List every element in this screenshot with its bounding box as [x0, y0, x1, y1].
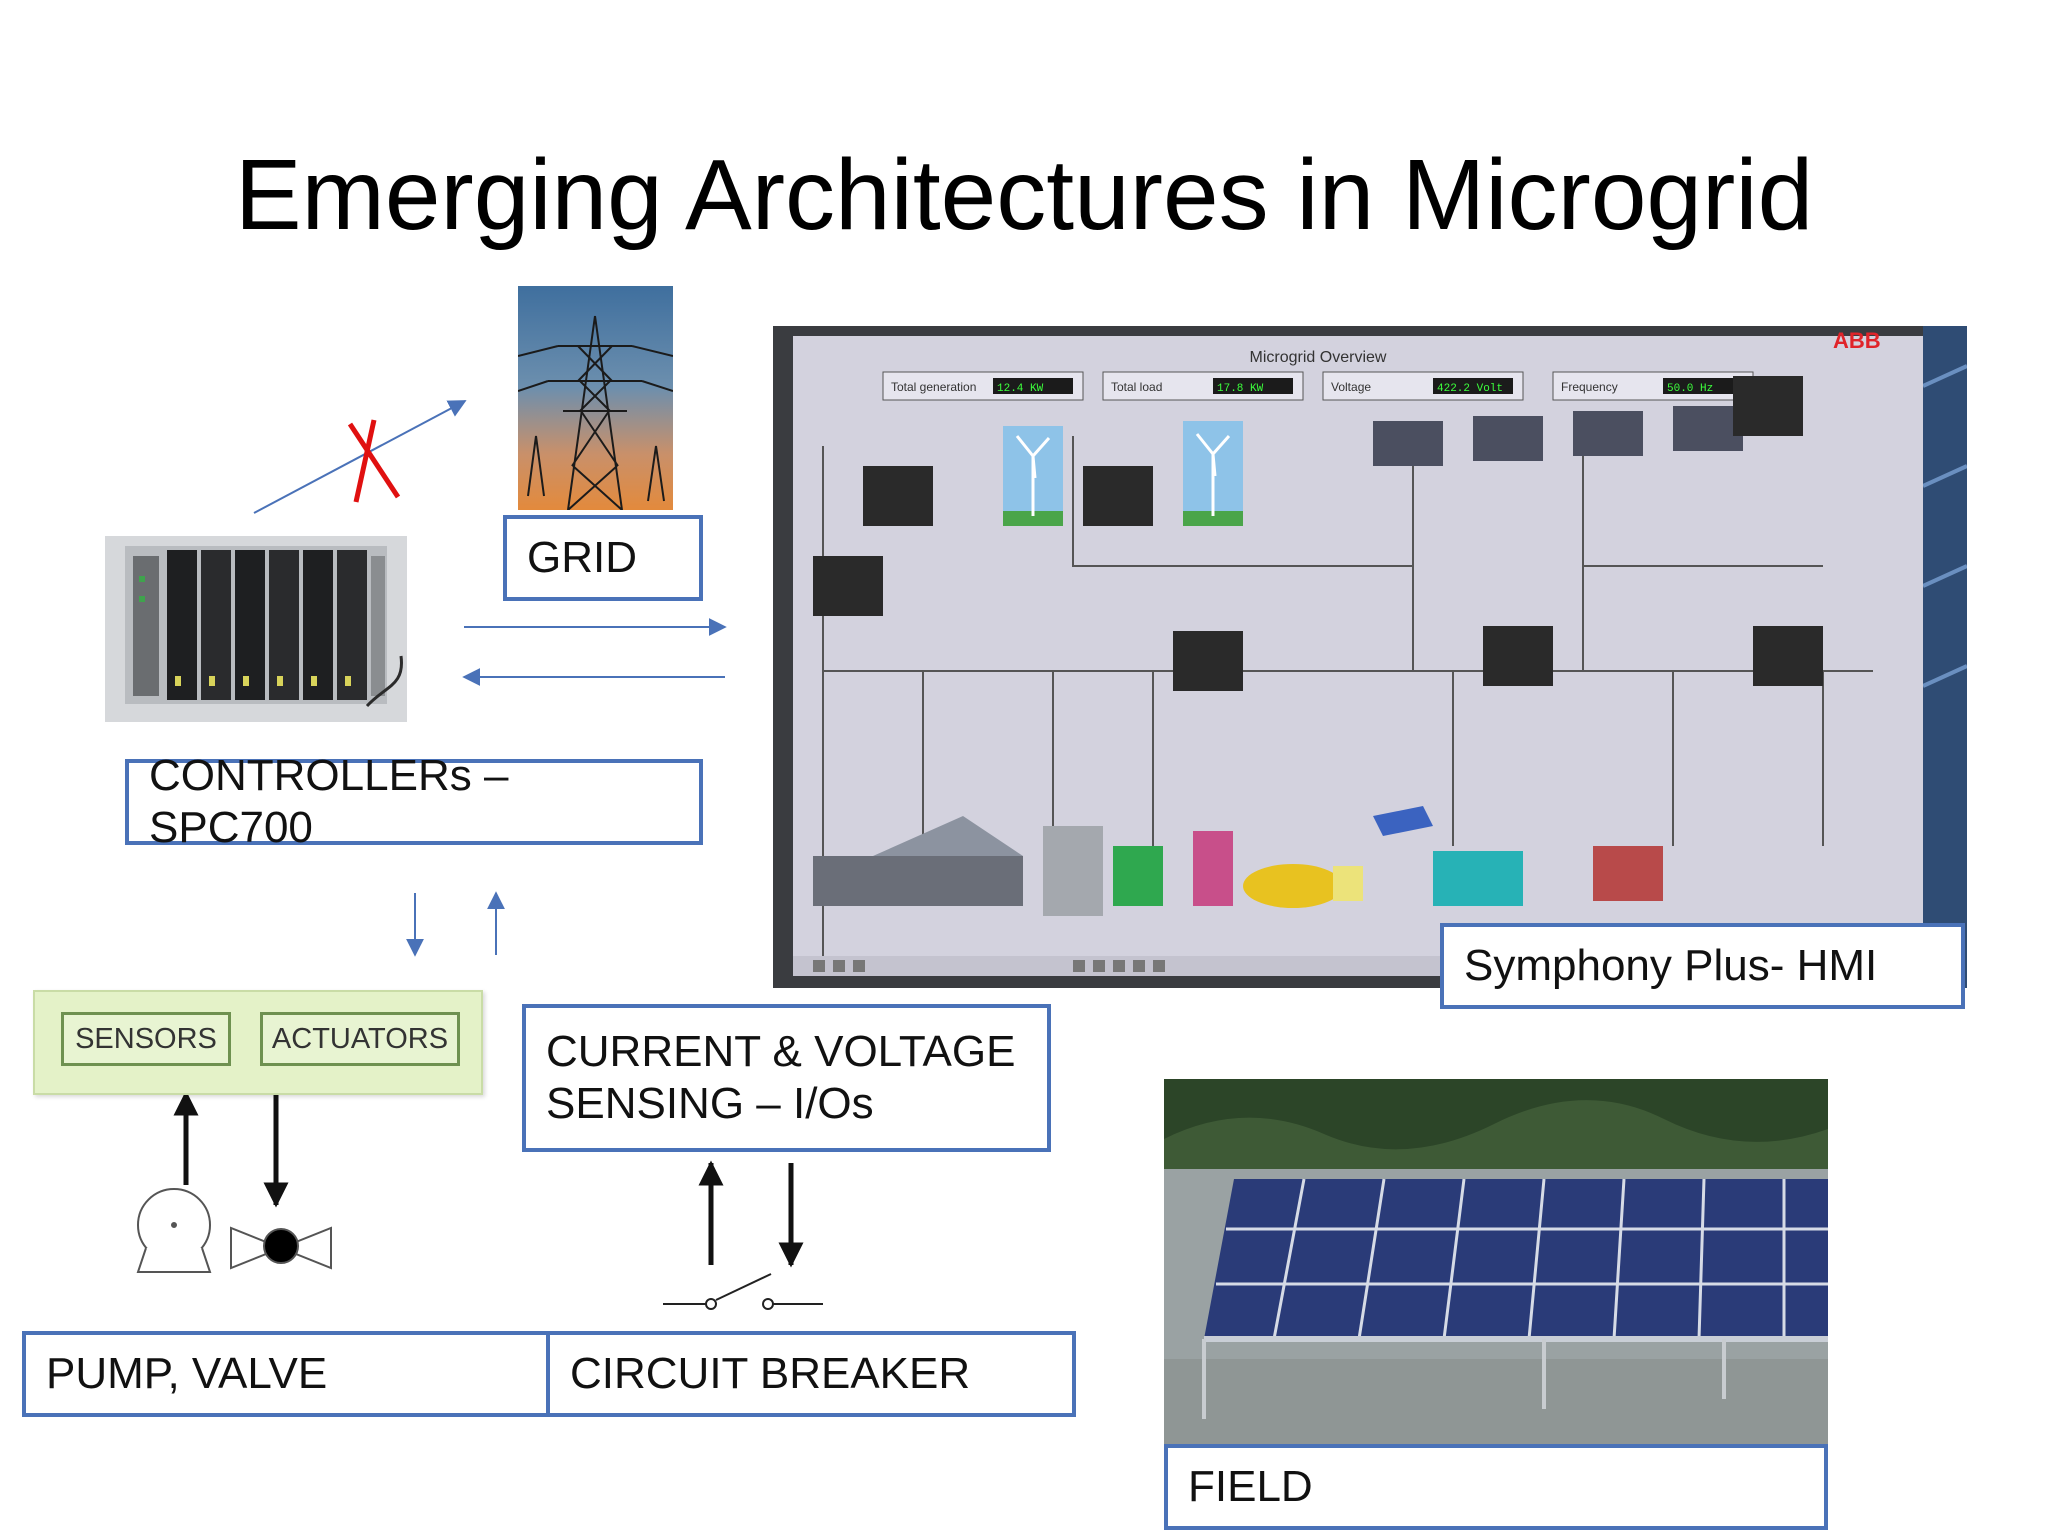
pump-icon [136, 1188, 212, 1273]
hmi-readouts: Total generation 12.4 KW Total load 17.8 KW… [882, 371, 1754, 401]
valve-icon [230, 1226, 332, 1270]
hmi-readout-label: Total generation [891, 380, 976, 394]
controllers-label: CONTROLLERs – SPC700 [125, 751, 703, 852]
io-sensing-label: CURRENT & VOLTAGE SENSING – I/Os [522, 1004, 1051, 1152]
pump-valve-label: PUMP, VALVE [22, 1331, 552, 1417]
sensors-label: SENSORS [61, 1012, 231, 1066]
grid-label: GRID [503, 515, 703, 601]
hmi-screen-photo: Microgrid Overview ABB Total generation 1… [773, 326, 1967, 988]
hmi-readout-value: 17.8 KW [1217, 383, 1264, 395]
hmi-overview-title: Microgrid Overview [1250, 349, 1387, 366]
field-solar-photo [1164, 1079, 1828, 1445]
hmi-readout-label: Voltage [1331, 380, 1371, 394]
hmi-readout-value: 422.2 Volt [1437, 383, 1503, 395]
sensors-actuators-panel: SENSORS ACTUATORS [33, 990, 483, 1095]
hmi-readout-value: 12.4 KW [997, 383, 1044, 395]
controller-to-grid-arrow [253, 400, 467, 514]
hmi-readout-label: Total load [1111, 380, 1162, 394]
slide-title: Emerging Architectures in Microgrid [234, 139, 1814, 251]
actuators-label: ACTUATORS [260, 1012, 460, 1066]
abb-logo: ABB [1833, 328, 1881, 353]
hmi-readout-value: 50.0 Hz [1667, 383, 1713, 395]
circuit-breaker-switch-icon [663, 1273, 823, 1310]
circuit-breaker-label: CIRCUIT BREAKER [546, 1331, 1076, 1417]
cross-mark-icon [347, 419, 401, 503]
controllers-photo [105, 536, 407, 722]
grid-pylon-photo [518, 286, 673, 510]
hmi-label: Symphony Plus- HMI [1440, 923, 1965, 1009]
hmi-readout-label: Frequency [1561, 380, 1618, 394]
field-label: FIELD [1164, 1444, 1828, 1530]
